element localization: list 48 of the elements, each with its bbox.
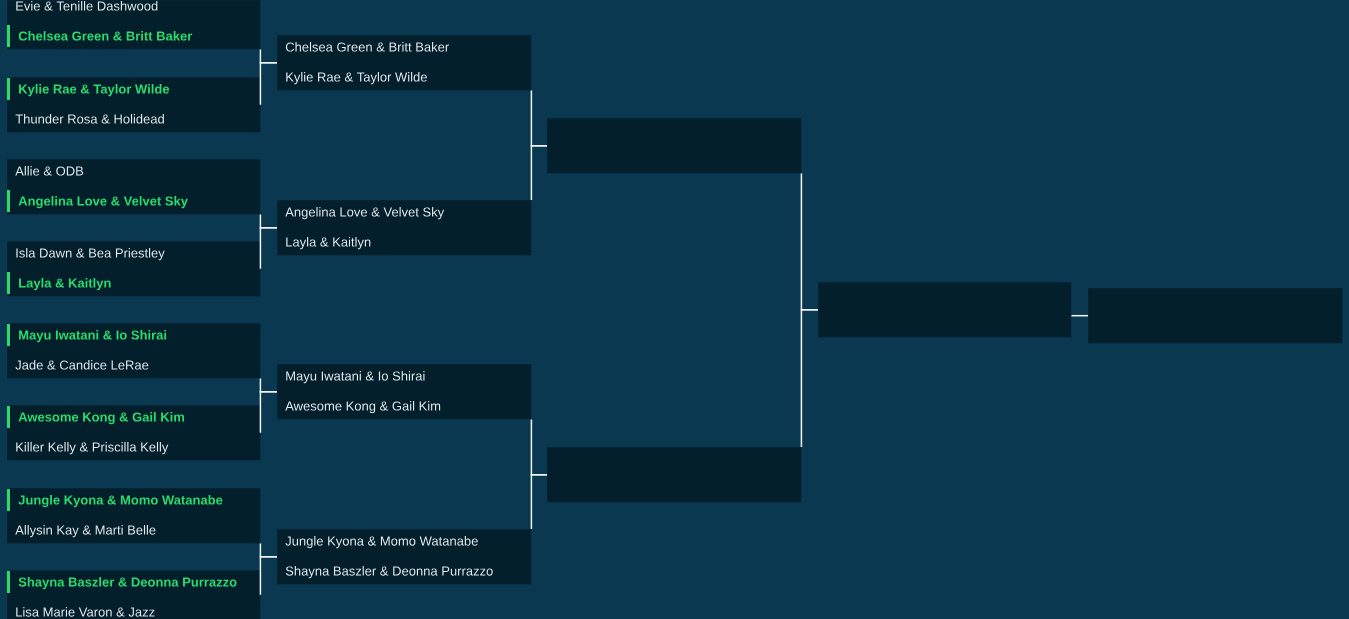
bracket-connector [259, 555, 278, 596]
empty-match-box [1088, 288, 1343, 344]
match-box [277, 364, 532, 420]
team-name: Jungle Kyona & Momo Watanabe [285, 536, 478, 549]
match-box [7, 405, 261, 461]
match-box [277, 200, 532, 256]
match-box [7, 241, 261, 297]
bracket-connector [259, 61, 278, 106]
match-box [7, 0, 261, 50]
team-name: Awesome Kong & Gail Kim [285, 401, 441, 414]
match-box [7, 77, 261, 133]
team-name: Jungle Kyona & Momo Watanabe [18, 495, 223, 508]
team-name: Awesome Kong & Gail Kim [18, 412, 184, 425]
team-name: Jade & Candice LeRae [15, 360, 149, 370]
team-name: Killer Kelly & Priscilla Kelly [16, 442, 169, 455]
bracket-connector [1070, 314, 1089, 317]
match-box [7, 488, 261, 544]
bracket-connector [259, 226, 278, 270]
match-box [7, 323, 261, 379]
team-name: Shayna Baszler & Deonna Purrazzo [285, 566, 493, 579]
team-name: Layla & Kaitlyn [286, 237, 371, 250]
team-name: Allie & ODB [15, 166, 84, 176]
team-name: Mayu Iwatani & Io Shirai [286, 371, 425, 384]
empty-match-box [547, 447, 802, 503]
team-name: Chelsea Green & Britt Baker [18, 31, 193, 41]
team-name: Kylie Rae & Taylor Wilde [286, 72, 427, 85]
empty-match-box [818, 282, 1072, 338]
team-name: Layla & Kaitlyn [19, 278, 111, 291]
team-name: Chelsea Green & Britt Baker [285, 42, 449, 52]
team-name: Kylie Rae & Taylor Wilde [19, 84, 170, 97]
bracket-connector [259, 390, 278, 434]
team-name: Lisa Marie Varon & Jazz [16, 607, 155, 617]
team-name: Evie & Tenille Dashwood [16, 1, 158, 11]
team-name: Shayna Baszler & Deonna Purrazzo [18, 577, 237, 590]
team-name: Thunder Rosa & Holidead [15, 114, 164, 124]
bracket-connector [800, 308, 819, 448]
team-name: Angelina Love & Velvet Sky [285, 207, 445, 220]
match-box [277, 529, 532, 585]
match-box [7, 159, 261, 215]
bracket-connector [530, 473, 548, 530]
match-box [277, 35, 532, 91]
bracket-connector [530, 144, 548, 201]
team-name: Mayu Iwatani & Io Shirai [19, 330, 167, 343]
empty-match-box [547, 118, 802, 174]
team-name: Allysin Kay & Marti Belle [15, 525, 156, 538]
team-name: Angelina Love & Velvet Sky [18, 196, 188, 209]
match-box [7, 570, 261, 619]
team-name: Isla Dawn & Bea Priestley [16, 248, 165, 261]
